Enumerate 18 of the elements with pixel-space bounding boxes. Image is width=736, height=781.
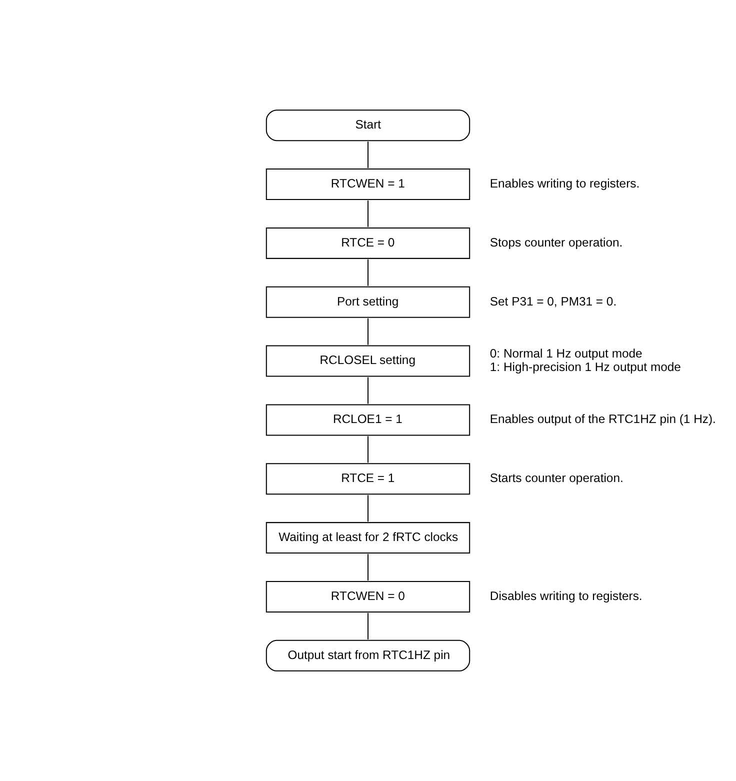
node-box: RTCE = 0 [266, 227, 470, 259]
node-box: RTCWEN = 1 [266, 168, 470, 200]
node-label: Starts counter operation. [490, 471, 624, 486]
node-box: Output start from RTC1HZ pin [266, 640, 470, 672]
node-label: 0: Normal 1 Hz output mode [490, 346, 642, 361]
node-label: 1: High-precision 1 Hz output mode [490, 360, 681, 374]
node-box: RTCWEN = 0 [266, 580, 470, 612]
node-label: Set P31 = 0, PM31 = 0. [490, 294, 617, 308]
node-label: Enables output of the RTC1HZ pin (1 Hz). [490, 412, 716, 426]
node-label: Stops counter operation. [490, 235, 623, 250]
node-box: RTCE = 1 [266, 463, 470, 495]
node-box: Waiting at least for 2 fRTC clocks [266, 522, 470, 554]
node-box: Port setting [266, 286, 470, 318]
node-box: Start [266, 110, 470, 142]
node-box: RCLOE1 = 1 [266, 404, 470, 436]
node-label: Disables writing to registers. [490, 588, 642, 603]
node-box: RCLOSEL setting [266, 345, 470, 377]
node-label: Enables writing to registers. [490, 176, 640, 190]
